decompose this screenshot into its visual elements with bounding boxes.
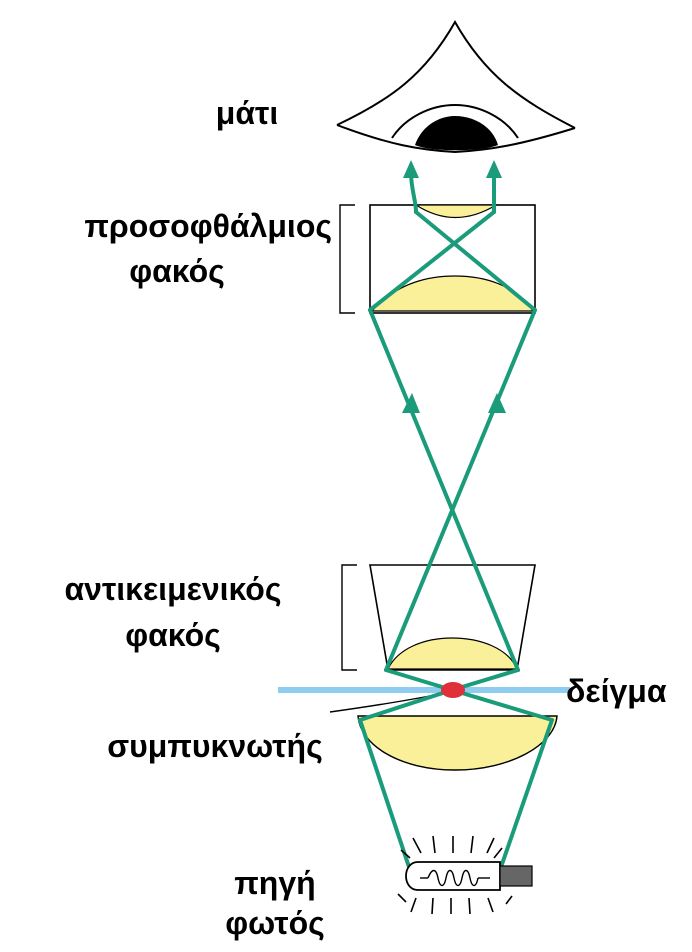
eye-label: μάτι bbox=[215, 95, 279, 131]
objective-bracket bbox=[341, 564, 357, 671]
light-source-label-line2: φωτός bbox=[225, 905, 325, 941]
condenser-pointer bbox=[329, 693, 441, 713]
eyepiece-top-lens bbox=[413, 204, 499, 219]
eyepiece-label-line1: προσοφθάλμιος bbox=[84, 208, 332, 244]
objective-front-lens bbox=[387, 637, 518, 670]
condenser-lens bbox=[357, 715, 558, 771]
eyepiece-field-lens bbox=[370, 275, 535, 312]
light-source-label-line1: πηγή bbox=[234, 865, 316, 901]
objective-lens bbox=[341, 564, 536, 671]
objective-label-line2: φακός bbox=[125, 617, 221, 653]
condenser-label: συμπυκνωτής bbox=[107, 728, 323, 764]
light-glow-lines bbox=[397, 835, 513, 915]
specimen-label: δείγμα bbox=[566, 673, 667, 709]
ray-arrows bbox=[402, 160, 506, 413]
eyepiece-bracket bbox=[339, 204, 355, 314]
eyepiece-label-line2: φακός bbox=[129, 253, 225, 289]
specimen-dot bbox=[441, 682, 465, 698]
objective-label-line1: αντικειμενικός bbox=[64, 571, 282, 607]
eye-icon bbox=[336, 19, 576, 154]
light-bulb-icon bbox=[397, 835, 533, 915]
